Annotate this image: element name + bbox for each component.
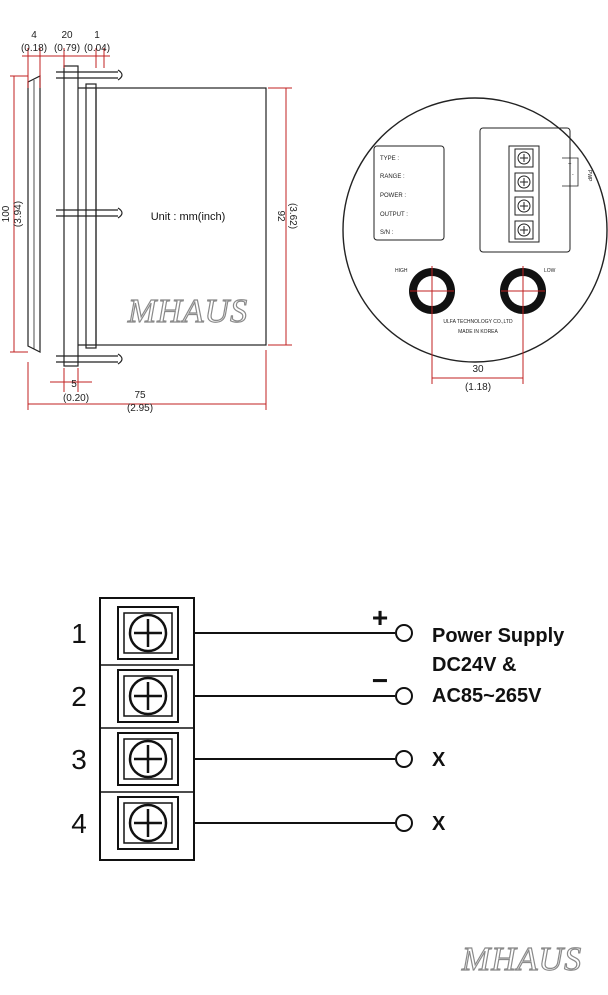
terminal-node <box>395 624 413 642</box>
dim-spacing-30: 30 <box>472 364 484 375</box>
rear-terminal-screws <box>514 148 534 240</box>
dim-left-100: 100 <box>1 205 12 222</box>
polarity-sign: + <box>372 602 388 633</box>
dim-bottom-5-in: (0.20) <box>63 393 89 404</box>
rear-view: TYPE : RANGE : POWER : OUTPUT : S/N : + … <box>342 97 608 393</box>
terminal-node <box>395 750 413 768</box>
screw-housing <box>117 606 179 660</box>
spec-type: TYPE : <box>380 156 399 162</box>
dim-bottom-75-in: (2.95) <box>127 403 153 414</box>
dim-right-92-in: (3.62) <box>287 203 298 229</box>
spec-plate <box>373 145 445 241</box>
screw-housing <box>117 732 179 786</box>
spec-sn: S/N : <box>380 230 394 236</box>
terminal-label: X <box>432 813 446 835</box>
dim-spacing-30-in: (1.18) <box>465 382 491 393</box>
rear-terminal-frame <box>479 127 571 253</box>
terminal-1: 1+ <box>71 602 413 660</box>
watermark-bottom: MHAUS <box>461 941 582 978</box>
spec-range: RANGE : <box>380 174 405 180</box>
dim-bottom-75: 75 <box>134 390 146 401</box>
dim-right-92: 92 <box>275 210 286 222</box>
side-view <box>27 65 267 367</box>
screw-head-icon <box>128 613 168 653</box>
maker-line-2: MADE IN KOREA <box>458 329 498 335</box>
dim-top-20-in: (0.79) <box>54 43 80 54</box>
power-supply-label: Power Supply DC24V & AC85~265V <box>432 625 565 707</box>
dim-top-1-in: (0.04) <box>84 43 110 54</box>
screw-housing <box>117 669 179 723</box>
dim-top-4: 4 <box>31 30 37 41</box>
rear-screw-4 <box>514 220 534 240</box>
dimension-labels: 4 (0.18) 20 (0.79) 1 (0.04) 100 (3.94) 9… <box>1 30 298 414</box>
terminal-node <box>395 814 413 832</box>
rear-minus: - <box>572 172 574 178</box>
rear-screw-3 <box>514 196 534 216</box>
dimension-lines <box>10 48 292 410</box>
unit-label: Unit : mm(inch) <box>151 211 226 223</box>
screw-head-icon <box>128 803 168 843</box>
screw-housing <box>117 796 179 850</box>
dim-left-100-in: (3.94) <box>13 201 24 227</box>
screw-head-icon <box>128 739 168 779</box>
spec-output: OUTPUT : <box>380 212 408 218</box>
rear-screw-2 <box>514 172 534 192</box>
dim-top-4-in: (0.18) <box>21 43 47 54</box>
rear-side-tag: PWP <box>586 170 592 182</box>
maker-line-1: ULFA TECHNOLOGY CO.,LTD <box>443 319 513 325</box>
power-line-3: AC85~265V <box>432 685 542 707</box>
terminal-number: 4 <box>71 808 87 839</box>
dim-bottom-5: 5 <box>71 379 77 390</box>
spec-power: POWER : <box>380 193 406 199</box>
terminal-node <box>395 687 413 705</box>
power-line-1: Power Supply <box>432 625 565 647</box>
rear-screw-1 <box>514 148 534 168</box>
port-high-label: HIGH <box>395 268 408 274</box>
power-line-2: DC24V & <box>432 654 516 676</box>
terminal-number: 3 <box>71 744 87 775</box>
watermark-top: MHAUS <box>127 293 248 330</box>
terminal-number: 1 <box>71 618 87 649</box>
polarity-sign: − <box>372 665 388 696</box>
port-low-label: LOW <box>544 268 556 274</box>
dim-top-1: 1 <box>94 30 100 41</box>
terminal-label: X <box>432 749 446 771</box>
terminal-number: 2 <box>71 681 87 712</box>
terminal-2: 2− <box>71 665 413 723</box>
screw-head-icon <box>128 676 168 716</box>
rear-plus: + <box>568 162 572 168</box>
dim-top-20: 20 <box>61 30 73 41</box>
